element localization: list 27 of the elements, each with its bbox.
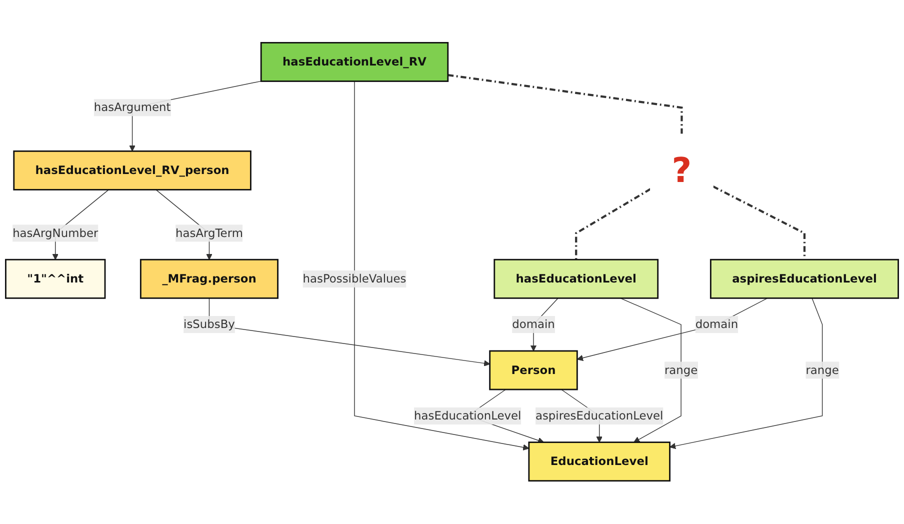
edge-label: aspiresEducationLevel	[535, 408, 664, 423]
arrow	[670, 298, 823, 450]
connector	[575, 188, 651, 260]
edge-label: range	[664, 363, 698, 377]
edge-label: hasArgTerm	[176, 226, 243, 240]
edge-label: isSubsBy	[184, 318, 235, 332]
node-box: EducationLevel	[528, 442, 670, 482]
node-box: hasEducationLevel_RV_person	[13, 150, 252, 191]
node-box: "1"^^int	[5, 259, 106, 300]
connector	[448, 74, 683, 134]
arrow	[354, 81, 530, 451]
edge-label: hasArgNumber	[12, 226, 98, 240]
arrow	[576, 298, 768, 362]
node-box: _MFrag.person	[140, 259, 278, 300]
node-text: ?	[672, 150, 692, 191]
edge-label: range	[806, 363, 839, 377]
edge-label: hasArgument	[94, 100, 171, 114]
node-box: Person	[489, 350, 578, 390]
node-box: aspiresEducationLevel	[710, 259, 899, 300]
arrow	[208, 298, 490, 367]
edge-label: hasEducationLevel	[414, 408, 522, 423]
node-box: hasEducationLevel_RV	[260, 42, 449, 82]
node-box: hasEducationLevel	[494, 259, 659, 300]
edge-label: hasPossibleValues	[302, 272, 406, 286]
edge-label: domain	[695, 318, 738, 332]
arrow	[620, 298, 682, 443]
edge-label: domain	[512, 318, 555, 332]
